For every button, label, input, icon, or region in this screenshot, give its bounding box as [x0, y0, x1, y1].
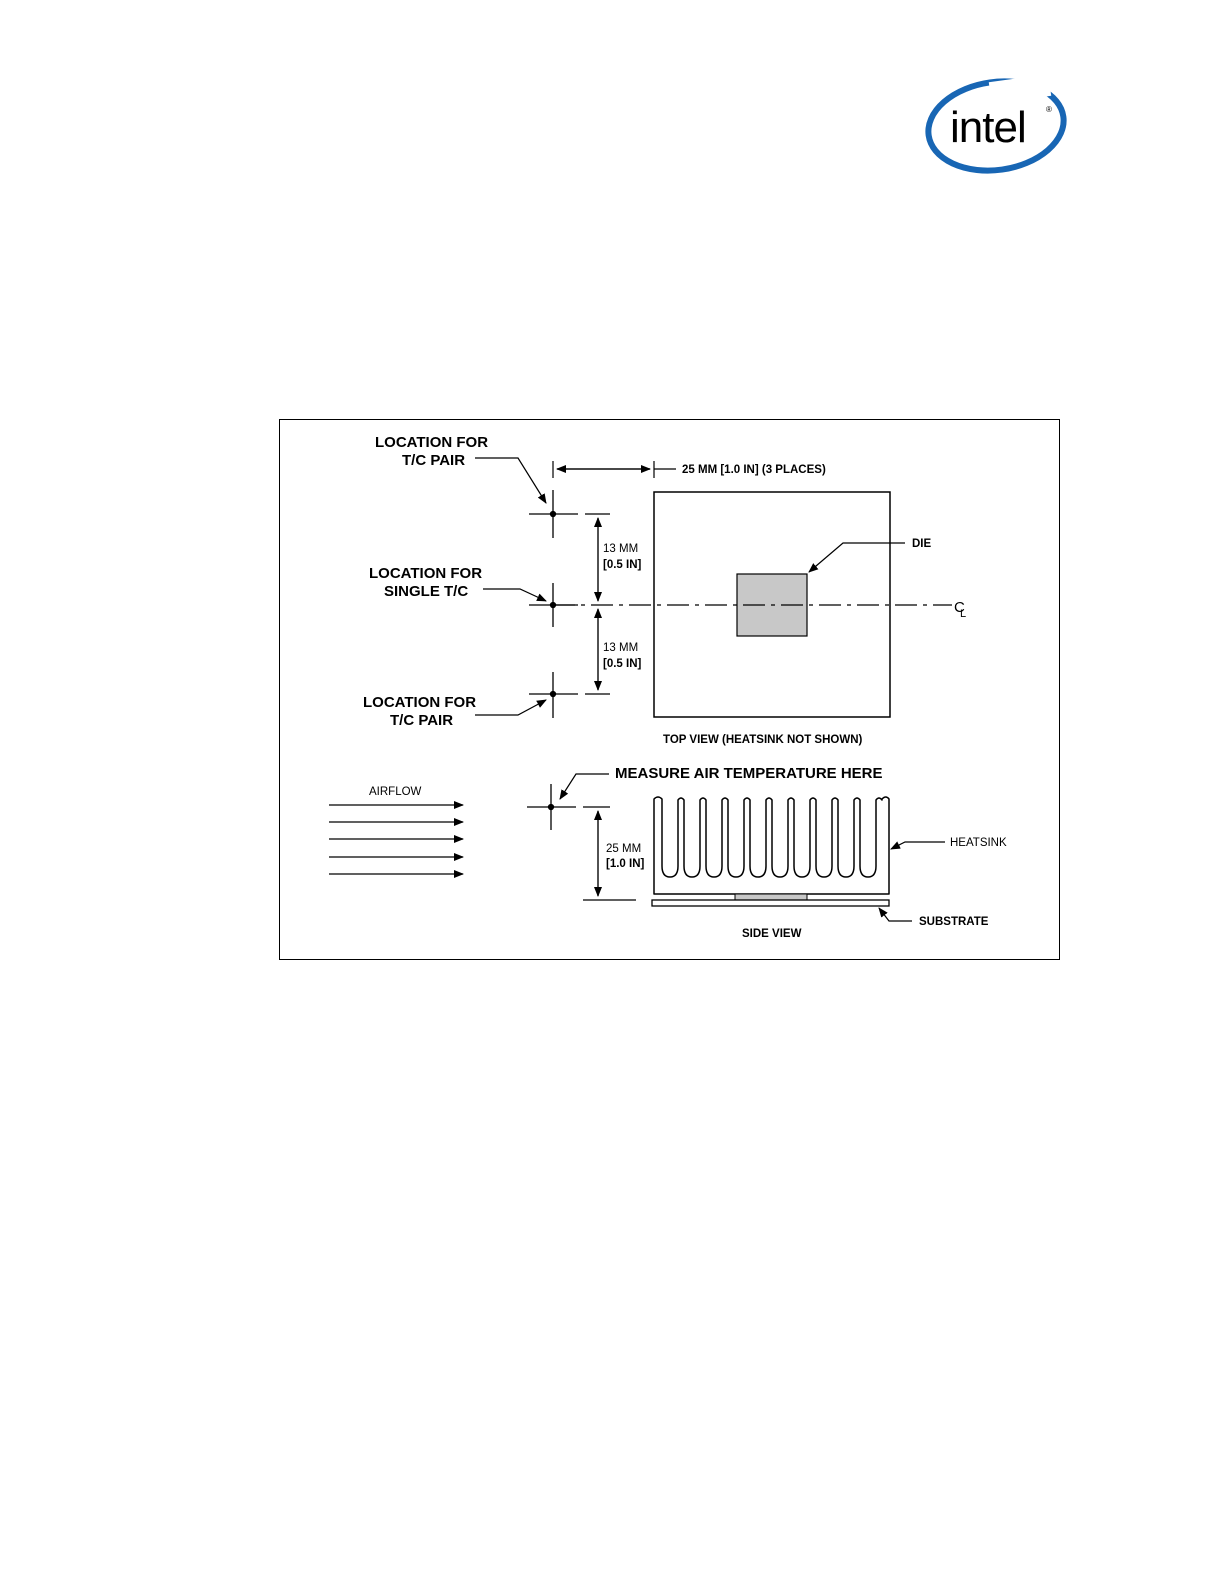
dim-25mm-label: 25 MM [1.0 IN] (3 PLACES) [682, 464, 826, 476]
air-temp-crosshair [527, 784, 576, 830]
single-tc-label-line2: SINGLE T/C [384, 583, 468, 600]
heatsink-leader [891, 842, 945, 849]
dim-13mm-top-line2: [0.5 IN] [603, 559, 642, 571]
figure-frame [280, 420, 1060, 960]
top-view-caption: TOP VIEW (HEATSINK NOT SHOWN) [663, 734, 863, 746]
measure-air-leader [560, 774, 609, 799]
dim-13mm-upper [585, 514, 610, 601]
die-label: DIE [912, 538, 932, 550]
tc-pair-top-label-line2: T/C PAIR [402, 452, 465, 469]
airflow-arrows [329, 805, 463, 874]
dim-13mm-bottom-line1: 13 MM [603, 642, 638, 654]
single-tc-label-line1: LOCATION FOR [369, 565, 482, 582]
dim-25mm-horizontal [553, 461, 676, 478]
measure-air-label: MEASURE AIR TEMPERATURE HERE [615, 765, 883, 782]
tc-pair-top-label-line1: LOCATION FOR [375, 434, 488, 451]
substrate-label: SUBSTRATE [919, 916, 989, 928]
side-view-caption: SIDE VIEW [742, 928, 802, 940]
side-die [735, 894, 807, 900]
dim-13mm-bottom-line2: [0.5 IN] [603, 658, 642, 670]
tc-pair-top-leader [475, 458, 546, 503]
heatsink-label: HEATSINK [950, 837, 1007, 849]
thermocouple-location-figure: C L 25 MM [1.0 IN] (3 PLACES) 13 MM [0.5… [279, 419, 1060, 960]
substrate [652, 900, 889, 906]
dim-13mm-top-line1: 13 MM [603, 543, 638, 555]
logo-registered: ® [1046, 105, 1052, 114]
tc-crosshair-bottom [529, 672, 578, 718]
tc-pair-bottom-leader [475, 700, 546, 715]
logo-text: intel [950, 103, 1026, 152]
heatsink [654, 797, 889, 894]
substrate-leader [879, 908, 912, 921]
single-tc-leader [483, 589, 546, 601]
centerline-sub: L [960, 608, 966, 620]
tc-pair-bottom-label-line1: LOCATION FOR [363, 694, 476, 711]
tc-pair-bottom-label-line2: T/C PAIR [390, 712, 453, 729]
airflow-label: AIRFLOW [369, 786, 422, 798]
tc-crosshair-single [529, 583, 578, 627]
dim-25mm-side-line2: [1.0 IN] [606, 858, 645, 870]
tc-crosshair-top [529, 490, 578, 538]
intel-logo: intel ® [920, 76, 1070, 176]
dim-25mm-side-line1: 25 MM [606, 843, 641, 855]
